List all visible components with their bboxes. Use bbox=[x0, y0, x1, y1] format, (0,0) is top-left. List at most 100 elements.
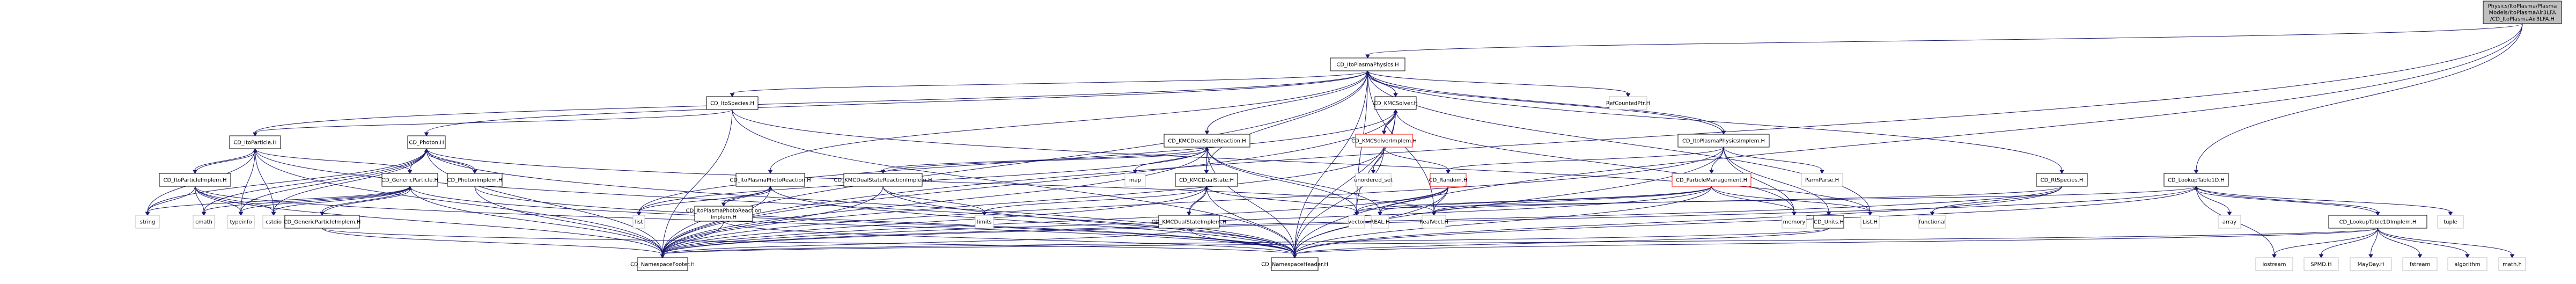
node-box-particlemanagement bbox=[1672, 173, 1751, 187]
edge-genericparticle-to-string bbox=[147, 186, 410, 213]
node-label-memory: memory bbox=[1783, 220, 1806, 225]
node-itospecies[interactable]: CD_ItoSpecies.H bbox=[706, 96, 759, 110]
node-itoplasmaphysicsimplem[interactable]: CD_ItoPlasmaPhysicsImplem.H bbox=[1677, 134, 1770, 148]
edge-photon-to-string bbox=[147, 148, 427, 213]
node-kmcsolver[interactable]: CD_KMCSolver.H bbox=[1373, 96, 1418, 110]
node-box-parmparse bbox=[1801, 173, 1843, 187]
node-label-particlemanagement: CD_ParticleManagement.H bbox=[1676, 178, 1747, 184]
arrowhead-photonimplem-to-photon bbox=[424, 148, 429, 152]
edge-itospecies-to-itoparticle bbox=[255, 109, 733, 133]
edge-kmcsolverimplem-to-nsheader bbox=[1294, 147, 1385, 255]
node-units[interactable]: CD_Units.H bbox=[1813, 215, 1844, 229]
edge-root-to-nsfooter bbox=[662, 23, 2523, 255]
node-box-fstream bbox=[2402, 257, 2438, 271]
node-box-typeinfo bbox=[227, 215, 255, 229]
node-iostream: iostream bbox=[2255, 257, 2293, 271]
node-kmcdualstatereactionimplem[interactable]: CD_KMCDualStateReactionImplem.H bbox=[834, 173, 932, 187]
node-label-map: map bbox=[1129, 178, 1141, 184]
edge-itospecies-to-listh bbox=[732, 109, 1871, 213]
node-label-cstdio: cstdio bbox=[266, 220, 282, 225]
node-label-algorithm: algorithm bbox=[2454, 262, 2480, 268]
node-tuple: tuple bbox=[2437, 215, 2464, 229]
node-itoplasmaphotoreaction[interactable]: CD_ItoPlasmaPhotoReaction.H bbox=[730, 173, 811, 187]
edge-lookuptable1d-to-nsheader bbox=[1294, 186, 2197, 255]
node-rtspecies[interactable]: CD_RtSpecies.H bbox=[2036, 173, 2088, 187]
node-box-genericparticleimplem bbox=[284, 215, 360, 229]
node-label-array: array bbox=[2222, 220, 2236, 225]
edge-genericparticle-to-cmath bbox=[203, 186, 410, 213]
node-label-unordered_set: unordered_set bbox=[1354, 178, 1393, 184]
edge-lookuptable1d-to-lookuptable1dimplem bbox=[2196, 186, 2378, 213]
arrowhead-kmcsolverimplem-to-unordered_set bbox=[1371, 170, 1376, 174]
node-box-tuple bbox=[2437, 215, 2464, 229]
node-kmcdualstatereaction[interactable]: CD_KMCDualStateReaction.H bbox=[1164, 134, 1250, 148]
node-nsheader[interactable]: CD_NamespaceHeader.H bbox=[1261, 257, 1328, 271]
node-box-real bbox=[1371, 215, 1389, 229]
edge-photon-to-photonimplem bbox=[426, 148, 475, 171]
edge-lookuptable1d-to-tuple bbox=[2196, 186, 2451, 213]
node-random[interactable]: CD_Random.H bbox=[1429, 173, 1468, 187]
node-box-itoplasmaphotoreactionimplem bbox=[694, 206, 753, 222]
arrowhead-root-to-lookuptable1d bbox=[2194, 170, 2199, 174]
node-photonimplem[interactable]: CD_PhotonImplem.H bbox=[447, 173, 503, 187]
edge-kmcdualstateimplem-to-kmcdualstate bbox=[1189, 189, 1207, 216]
node-itoplasmaphysics[interactable]: CD_ItoPlasmaPhysics.H bbox=[1330, 57, 1405, 71]
node-itoparticle[interactable]: CD_ItoParticle.H bbox=[229, 135, 281, 149]
node-particlemanagement[interactable]: CD_ParticleManagement.H bbox=[1672, 173, 1751, 187]
node-label-itospecies: CD_ItoSpecies.H bbox=[710, 101, 754, 107]
arrowhead-itoplasmaphysics-to-photon bbox=[424, 132, 429, 136]
arrowhead-itoplasmaphysicsimplem-to-units bbox=[1826, 212, 1831, 216]
arrowhead-kmcdualstatereaction-to-map bbox=[1132, 170, 1138, 174]
edge-lookuptable1dimplem-to-algorithm bbox=[2378, 228, 2468, 255]
node-box-lookuptable1d bbox=[2163, 173, 2229, 187]
node-label-random: CD_Random.H bbox=[1429, 178, 1468, 184]
edges-layer bbox=[145, 23, 2523, 258]
edge-kmcsolver-to-nsfooter bbox=[662, 109, 1396, 255]
node-label-itoplasmaphotoreaction: CD_ItoPlasmaPhotoReaction.H bbox=[730, 178, 811, 184]
edge-units-to-nsfooter bbox=[662, 228, 1829, 255]
edge-itoplasmaphysicsimplem-to-units bbox=[1723, 147, 1829, 213]
node-memory: memory bbox=[1782, 215, 1807, 229]
node-box-mayday bbox=[2350, 257, 2392, 271]
node-box-mathh bbox=[2498, 257, 2526, 271]
node-label-cmath: cmath bbox=[195, 220, 212, 225]
node-box-algorithm bbox=[2447, 257, 2487, 271]
node-kmcdualstateimplem[interactable]: CD_KMCDualStateImplem.H bbox=[1152, 215, 1227, 229]
edge-itoparticle-to-genericparticle bbox=[255, 148, 410, 171]
node-mathh: math.h bbox=[2498, 257, 2526, 271]
node-genericparticleimplem[interactable]: CD_GenericParticleImplem.H bbox=[284, 215, 361, 229]
edge-itoplasmaphysicsimplem-to-random bbox=[1448, 147, 1724, 171]
node-genericparticle[interactable]: CD_GenericParticle.H bbox=[381, 173, 438, 187]
edge-particlemanagement-to-nsheader bbox=[1294, 186, 1712, 255]
node-label-kmcsolver: CD_KMCSolver.H bbox=[1373, 101, 1418, 107]
arrowhead-itoplasmaphysics-to-itospecies bbox=[730, 93, 735, 97]
node-nsfooter[interactable]: CD_NamespaceFooter.H bbox=[630, 257, 695, 271]
node-box-random bbox=[1430, 173, 1467, 187]
node-kmcdualstate[interactable]: CD_KMCDualState.H bbox=[1175, 173, 1238, 187]
node-lookuptable1dimplem[interactable]: CD_LookupTable1DImplem.H bbox=[2328, 215, 2427, 229]
edge-rtspecies-to-realvect bbox=[1433, 186, 2062, 213]
node-cstdio: cstdio bbox=[262, 215, 285, 229]
node-photon[interactable]: CD_Photon.H bbox=[407, 135, 446, 149]
edge-kmcdualstatereaction-to-nsheader bbox=[1206, 147, 1295, 255]
edge-root-to-nsheader bbox=[1294, 23, 2523, 255]
edge-itoplasmaphysics-to-refcountedptr bbox=[1367, 70, 1629, 94]
node-label-realvect: RealVect.H bbox=[1419, 220, 1448, 225]
edge-photonimplem-to-photon bbox=[426, 151, 475, 174]
edge-photon-to-cstdio bbox=[273, 148, 427, 213]
node-label-string: string bbox=[140, 220, 156, 225]
arrowhead-lookuptable1dimplem-to-nsfooter bbox=[660, 254, 665, 258]
arrowhead-rtspecies-to-functional bbox=[1930, 212, 1935, 216]
arrowhead-kmcsolverimplem-to-kmcsolver bbox=[1393, 109, 1398, 113]
node-itoparticleimplem[interactable]: CD_ItoParticleImplem.H bbox=[159, 173, 231, 187]
edge-kmcdualstate-to-limits bbox=[984, 186, 1207, 213]
node-label-limits: limits bbox=[977, 220, 991, 225]
node-fstream: fstream bbox=[2402, 257, 2438, 271]
node-lookuptable1d[interactable]: CD_LookupTable1D.H bbox=[2163, 173, 2229, 187]
edge-units-to-nsheader bbox=[1294, 228, 1829, 255]
edge-lookuptable1d-to-array bbox=[2196, 186, 2230, 213]
arrowhead-lookuptable1d-to-vector bbox=[1354, 212, 1359, 216]
node-label-root: Physics/ItoPlasma/Plasma bbox=[2488, 4, 2557, 10]
node-kmcsolverimplem[interactable]: CD_KMCSolverImplem.H bbox=[1351, 134, 1417, 148]
